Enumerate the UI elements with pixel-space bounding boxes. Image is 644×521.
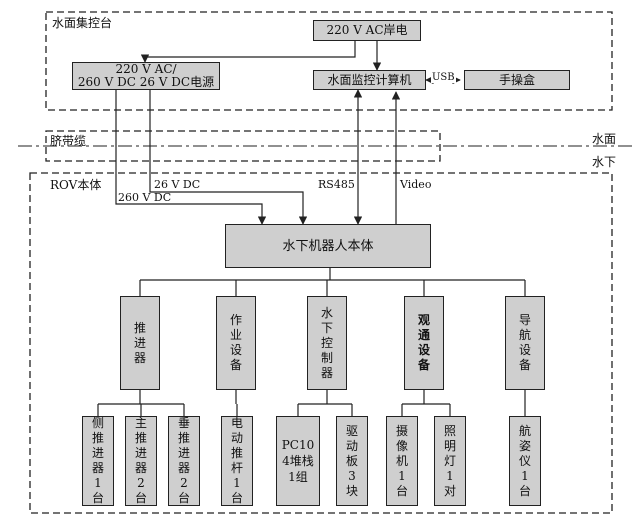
monitor-computer-box: 水面监控计算机 [313,70,426,90]
monitor-computer-label: 水面监控计算机 [327,72,412,87]
subsystem-label-work-equipment: 作业设备 [229,313,242,372]
shore-to-power-line [140,41,356,63]
underwater-label: 水下 [592,155,617,169]
component-label-vertical-thruster: 垂推进器2台 [177,416,190,505]
component-box-camera: 摄像机1台 [386,416,418,506]
surface-console-frame [45,11,613,111]
component-box-vertical-thruster: 垂推进器2台 [168,416,200,506]
umbilical-label: 脐带缆 [50,134,87,148]
video-label: Video [400,178,432,191]
component-label-driver-board: 驱动板3块 [345,423,358,498]
shore-power-box: 220 V AC岸电 [313,20,421,41]
v26dc-line [149,90,308,225]
rov-body-label: ROV本体 [50,178,102,192]
power-supply-box: 220 V AC/ 260 V DC 26 V DC电源 [72,62,220,90]
subsystem-label-underwater-controller: 水下控制器 [320,305,333,380]
subsystem-drops [139,280,526,296]
v26dc-label: 26 V DC [154,178,201,191]
component-box-lighting: 照明灯1对 [434,416,466,506]
subsystem-box-thrusters: 推进器 [120,296,160,390]
rs485-label: RS485 [318,178,355,191]
usb-label: USB [431,72,456,83]
shore-power-label: 220 V AC岸电 [326,23,408,37]
component-label-pc104-stack: PC104堆栈1组 [281,438,315,484]
subsystem-label-thrusters: 推进器 [133,320,146,365]
component-label-ahrs: 航姿仪1台 [518,423,531,498]
robot-body-box: 水下机器人本体 [225,224,431,268]
component-links [97,390,526,416]
subsystem-box-observation-comm: 观通设备 [404,296,444,390]
component-label-camera: 摄像机1台 [395,423,408,498]
component-box-side-thruster: 侧推进器1台 [82,416,114,506]
robot-body-label: 水下机器人本体 [282,238,374,254]
v260dc-line [115,90,267,225]
water-surface-label: 水面 [592,132,617,146]
component-box-main-thruster: 主推进器2台 [125,416,157,506]
component-box-ahrs: 航姿仪1台 [509,416,541,506]
subsystem-box-work-equipment: 作业设备 [216,296,256,390]
subsystem-box-navigation: 导航设备 [505,296,545,390]
component-box-pc104-stack: PC104堆栈1组 [276,416,320,506]
component-box-electric-actuator: 电动推杆1台 [221,416,253,506]
component-box-driver-board: 驱动板3块 [336,416,368,506]
component-label-electric-actuator: 电动推杆1台 [230,416,243,505]
handheld-box: 手操盒 [464,70,570,90]
umbilical-frame [45,130,441,162]
subsystem-box-underwater-controller: 水下控制器 [307,296,347,390]
component-label-side-thruster: 侧推进器1台 [91,416,104,505]
rov-body-frame [29,172,613,514]
handheld-label: 手操盒 [498,72,535,87]
subsystem-label-observation-comm: 观通设备 [417,313,430,372]
v260dc-label: 260 V DC [118,191,172,204]
component-label-lighting: 照明灯1对 [443,423,456,498]
component-label-main-thruster: 主推进器2台 [134,416,147,505]
subsystem-label-navigation: 导航设备 [518,313,531,372]
surface-console-label: 水面集控台 [52,16,113,30]
power-supply-label: 220 V AC/ 260 V DC 26 V DC电源 [77,62,215,89]
